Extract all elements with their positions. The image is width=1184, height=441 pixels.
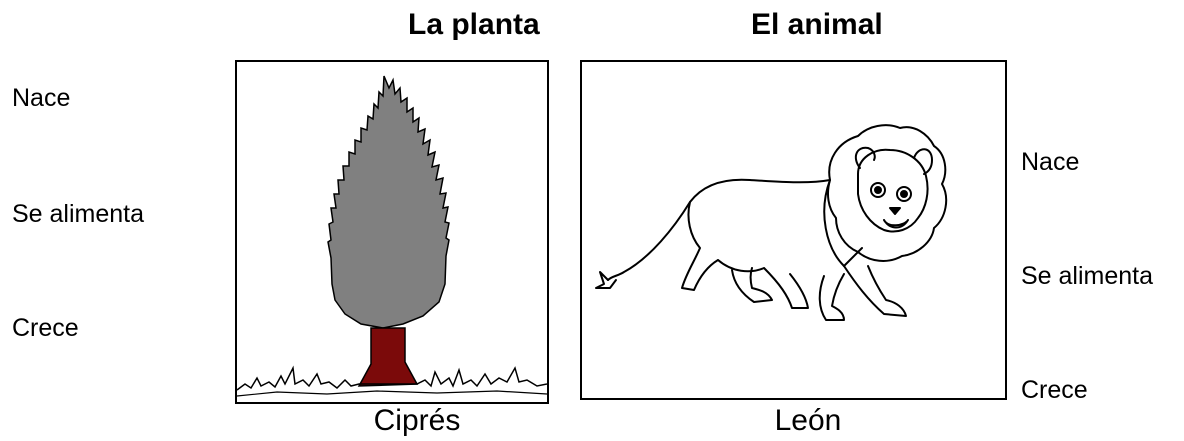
lion-ear-left (854, 146, 876, 169)
lion-eye-right-pupil (900, 190, 908, 198)
lion-eye-right (896, 186, 912, 202)
plant-name-caption: Ciprés (373, 404, 461, 437)
lion-chest (843, 247, 863, 267)
plant-step-feeds: Se alimenta (12, 200, 145, 228)
lion-face (857, 148, 929, 233)
grass-line-base (237, 390, 547, 397)
lion-icon (595, 124, 948, 321)
lion-mane (827, 124, 948, 262)
lion-tail-tuft (595, 271, 617, 289)
lion-hind-leg (731, 267, 773, 303)
animal-step-feeds: Se alimenta (1021, 262, 1154, 290)
lion-nose (889, 207, 901, 215)
tree-foliage (327, 75, 450, 329)
lion-mouth (883, 219, 909, 229)
animal-step-grows: Crece (1021, 376, 1088, 404)
plant-illustration-panel (235, 60, 549, 404)
animal-name-caption: León (774, 404, 842, 437)
lion-eye-left-pupil (874, 186, 882, 194)
lion-eye-left (870, 182, 886, 198)
tree-trunk (357, 327, 419, 387)
plant-step-grows: Crece (12, 314, 79, 342)
animal-step-born: Nace (1021, 148, 1080, 176)
grass-line (237, 365, 547, 391)
lion-body (681, 178, 845, 309)
lion-tail (607, 201, 691, 281)
animal-heading: El animal (751, 8, 883, 41)
plant-step-born: Nace (12, 84, 71, 112)
plant-heading: La planta (408, 8, 540, 41)
lion-ear-right (913, 148, 933, 175)
animal-illustration-panel (580, 60, 1007, 400)
cypress-tree-icon (237, 75, 547, 397)
lion-front-leg (818, 265, 907, 321)
